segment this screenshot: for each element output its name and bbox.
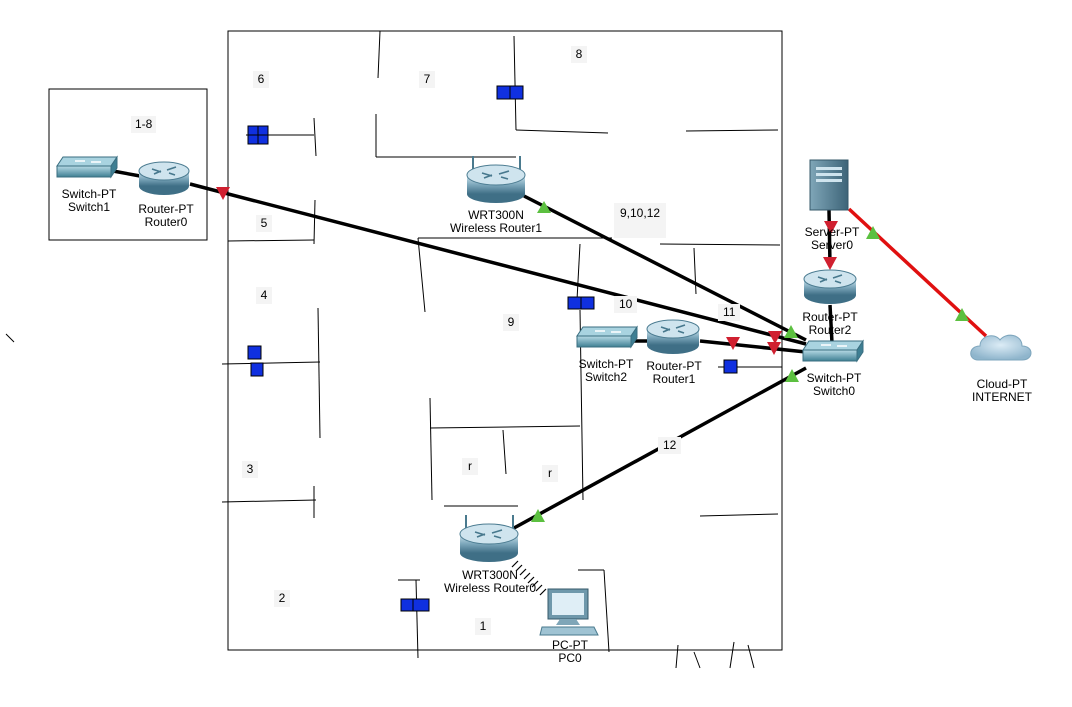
status-down-triangle	[768, 331, 782, 344]
wall-marker	[257, 125, 269, 136]
switch0-name: Switch0	[812, 384, 856, 398]
wall-marker	[723, 359, 738, 374]
wall-marker	[250, 362, 264, 377]
room-label-7: 7	[419, 71, 435, 88]
router1-type: Router-PT	[646, 359, 702, 373]
router1-icon[interactable]	[646, 319, 700, 354]
switch0-label: Switch-PT Switch0	[798, 372, 870, 398]
wall-marker	[247, 134, 259, 145]
server0-label: Server-PT Server0	[796, 226, 868, 252]
server0-type: Server-PT	[804, 225, 860, 239]
router1-label: Router-PT Router1	[638, 360, 710, 386]
wireless-router0-icon[interactable]	[459, 515, 519, 562]
room-label-8: 8	[571, 46, 587, 63]
router2-type: Router-PT	[802, 310, 858, 324]
wall-marker	[567, 296, 582, 310]
wall-marker	[509, 85, 524, 100]
wireless-link-pc0	[511, 560, 547, 596]
status-up-triangle	[531, 509, 545, 522]
status-down-triangle	[767, 342, 781, 355]
room-label-r1: r	[462, 458, 478, 475]
wireless-router1-label: WRT300N Wireless Router1	[436, 209, 556, 235]
cloud-name: INTERNET	[972, 390, 1032, 404]
switch1-type: Switch-PT	[61, 187, 117, 201]
room-label-1: 1	[475, 618, 491, 635]
link-label-12: 12	[658, 437, 682, 454]
status-up-triangle	[955, 308, 969, 321]
switch1-label: Switch-PT Switch1	[53, 188, 125, 214]
switch0-type: Switch-PT	[806, 371, 862, 385]
status-up-triangle	[866, 226, 880, 239]
cloud-icon[interactable]	[970, 334, 1032, 361]
router0-label: Router-PT Router0	[130, 203, 202, 229]
room-label-9: 9	[503, 314, 519, 331]
router0-name: Router0	[144, 215, 188, 229]
wall-marker	[247, 125, 259, 136]
small-building-outline	[48, 88, 208, 241]
status-down-triangle	[726, 337, 740, 350]
wall-marker	[412, 598, 430, 612]
link-status-up	[531, 201, 969, 522]
room-label-6: 6	[253, 71, 269, 88]
wall-marker	[496, 85, 511, 100]
switch1-name: Switch1	[67, 200, 111, 214]
pc0-icon[interactable]	[539, 588, 599, 636]
wireless-router0-label: WRT300N Wireless Router0	[430, 569, 550, 595]
note-1-8: 1-8	[131, 116, 157, 133]
link-wirelessrouter1-switch0	[523, 194, 807, 342]
server0-name: Server0	[810, 238, 854, 252]
link-label-10: 10	[614, 296, 638, 313]
room-label-3: 3	[242, 461, 258, 478]
wall-marker	[257, 134, 269, 145]
link-label-9-10-12: 9,10,12	[614, 203, 667, 238]
cloud-label: Cloud-PT INTERNET	[966, 378, 1038, 404]
switch2-label: Switch-PT Switch2	[570, 358, 642, 384]
status-up-triangle	[537, 201, 551, 213]
link-router0-switch0	[189, 182, 807, 346]
link-status-down	[216, 187, 838, 355]
pc0-name: PC0	[558, 651, 582, 665]
pc0-label: PC-PT PC0	[534, 639, 606, 665]
server0-icon[interactable]	[809, 159, 849, 211]
status-up-triangle	[785, 369, 799, 382]
link-router2-switch0	[828, 304, 834, 344]
wall-marker	[580, 296, 595, 310]
wireless-router0-name: Wireless Router0	[443, 581, 537, 595]
wireless-router1-name: Wireless Router1	[449, 221, 543, 235]
switch2-icon[interactable]	[576, 325, 638, 349]
link-label-11: 11	[718, 304, 741, 321]
router2-icon[interactable]	[803, 269, 857, 304]
room-label-r2: r	[542, 465, 558, 482]
status-down-triangle	[823, 257, 837, 270]
room-label-4: 4	[256, 287, 272, 304]
wireless-router1-type: WRT300N	[468, 208, 524, 222]
room-label-5: 5	[256, 215, 272, 232]
wall-markers	[247, 85, 738, 612]
pc0-type: PC-PT	[552, 638, 588, 652]
router2-name: Router2	[808, 323, 852, 337]
router0-icon[interactable]	[138, 161, 190, 195]
status-down-triangle	[216, 187, 230, 200]
router1-name: Router1	[652, 372, 696, 386]
router2-label: Router-PT Router2	[794, 311, 866, 337]
status-down-triangle	[824, 221, 838, 234]
link-switch1-router0	[112, 169, 141, 178]
switch2-type: Switch-PT	[578, 357, 634, 371]
wall-marker	[247, 345, 262, 360]
link-server0-router2	[827, 209, 832, 266]
cloud-type: Cloud-PT	[976, 377, 1028, 391]
switch0-icon[interactable]	[802, 339, 864, 363]
status-up-triangle	[784, 325, 798, 338]
wall-marker	[400, 598, 414, 612]
switch1-icon[interactable]	[56, 155, 118, 179]
router0-type: Router-PT	[138, 202, 194, 216]
wireless-router1-icon[interactable]	[466, 156, 526, 203]
main-building-outline	[227, 30, 783, 651]
room-label-2: 2	[274, 590, 290, 607]
link-router1-switch0	[699, 339, 807, 354]
switch2-name: Switch2	[584, 370, 628, 384]
wireless-router0-type: WRT300N	[462, 568, 518, 582]
